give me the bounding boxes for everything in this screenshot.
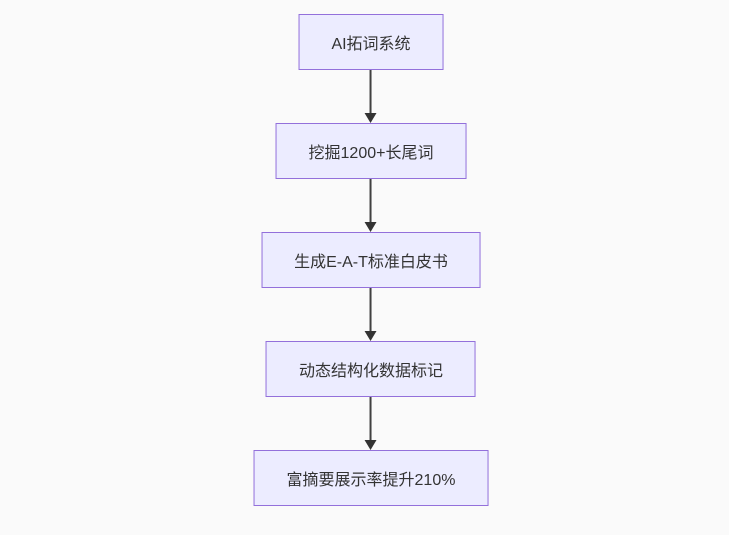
arrow-line [370,288,372,332]
flow-edge-4 [365,397,377,450]
flow-node-label: 挖掘1200+长尾词 [308,145,434,162]
flow-node-structured-data-markup: 动态结构化数据标记 [265,341,476,397]
flow-node-label: AI拓词系统 [331,36,411,53]
arrow-line [370,70,372,114]
flow-edge-1 [365,70,377,123]
arrow-line [370,179,372,223]
flowchart-column: AI拓词系统 挖掘1200+长尾词 生成E-A-T标准白皮书 动态结构化数据标记 [253,14,489,506]
flow-node-label: 生成E-A-T标准白皮书 [294,254,448,271]
flow-node-label: 富摘要展示率提升210% [286,472,456,489]
flow-node-eat-whitepaper: 生成E-A-T标准白皮书 [261,232,481,288]
arrowhead-down-icon [365,331,377,341]
arrow-line [370,397,372,441]
flow-node-longtail-mining: 挖掘1200+长尾词 [275,123,467,179]
flow-node-ai-word-expansion: AI拓词系统 [298,14,444,70]
arrowhead-down-icon [365,440,377,450]
flow-edge-3 [365,288,377,341]
arrowhead-down-icon [365,113,377,123]
arrowhead-down-icon [365,222,377,232]
flow-node-rich-snippet-result: 富摘要展示率提升210% [253,450,489,506]
flow-node-label: 动态结构化数据标记 [298,363,443,380]
flow-edge-2 [365,179,377,232]
